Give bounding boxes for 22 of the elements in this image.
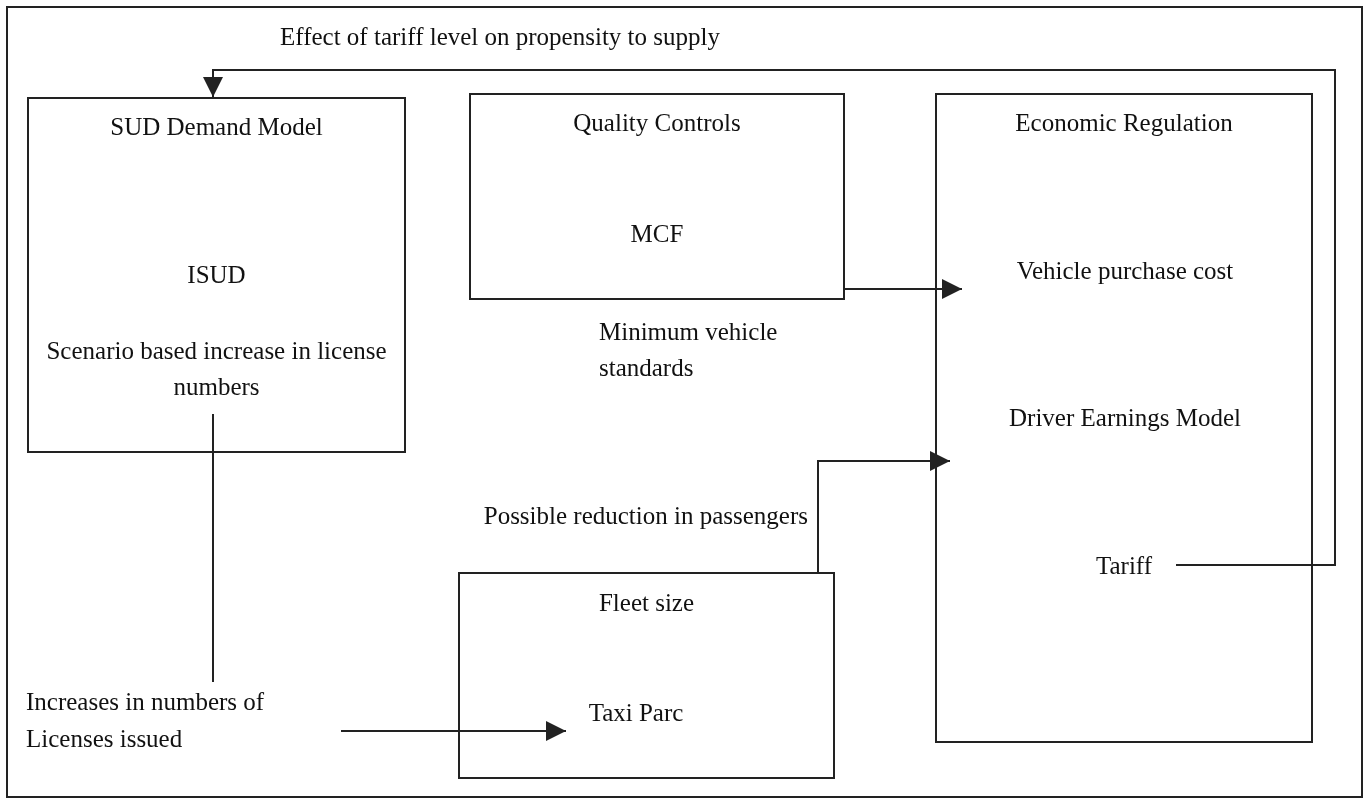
node-label: Tariff xyxy=(1072,547,1176,585)
connector-line xyxy=(212,413,214,683)
box-title: Fleet size xyxy=(597,588,696,618)
node-label: Scenario based increase in license numbers xyxy=(40,330,393,408)
process-box xyxy=(458,572,835,779)
arrow xyxy=(844,279,963,299)
box-text: ISUD xyxy=(186,260,247,290)
node-label: Increases in numbers of Licenses issued xyxy=(26,682,341,758)
node-label: Vehicle purchase cost xyxy=(962,252,1288,290)
process-box xyxy=(935,93,1313,743)
process-box xyxy=(469,93,845,300)
process-box xyxy=(27,97,406,453)
arrow xyxy=(203,69,1336,566)
node-caption: Minimum vehicle standards xyxy=(599,317,779,383)
box-title: Economic Regulation xyxy=(1014,108,1234,138)
box-title: SUD Demand Model xyxy=(109,112,324,142)
node-label: Taxi Parc xyxy=(566,694,706,732)
box-title: Quality Controls xyxy=(572,108,742,138)
arrow xyxy=(340,721,567,741)
arrow xyxy=(817,451,951,573)
node-label: Driver Earnings Model xyxy=(950,399,1300,437)
box-text: MCF xyxy=(629,219,685,249)
